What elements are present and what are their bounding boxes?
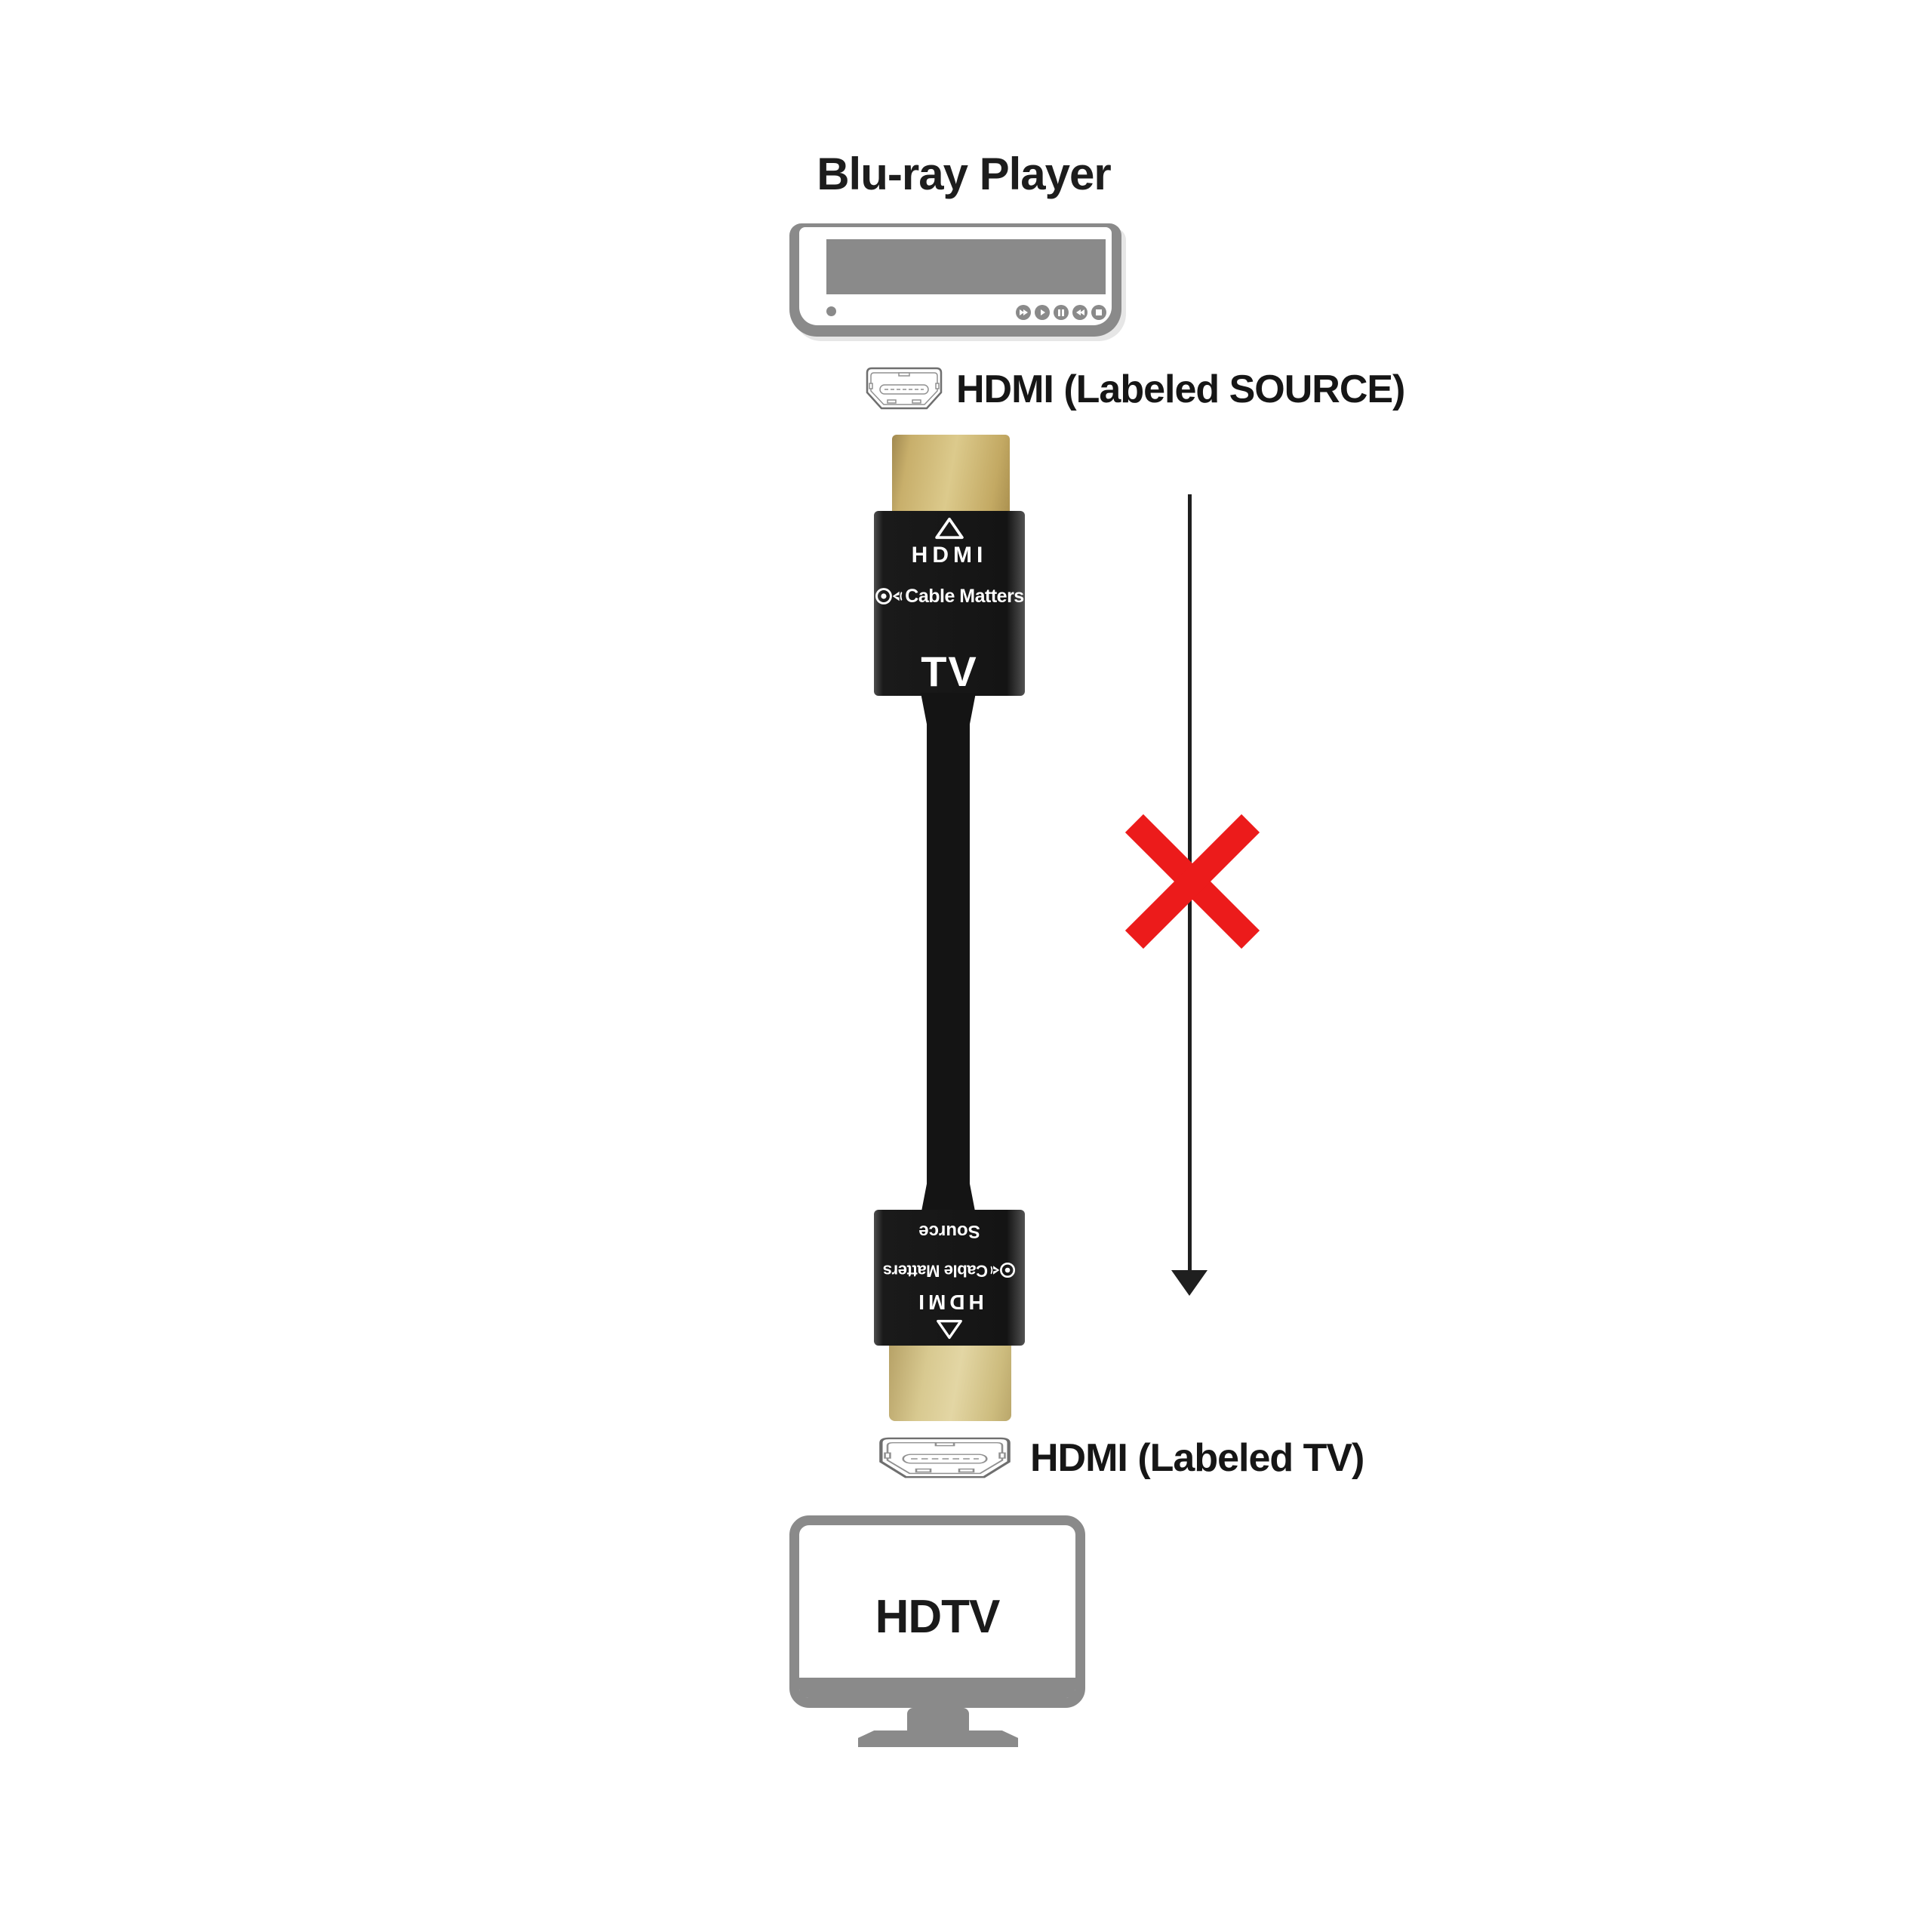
fast-forward-button-icon [1016,305,1031,320]
hdmi-port-tv-icon [879,1437,1011,1478]
connector-hdmi-text: HDMI [915,1291,984,1314]
power-led-icon [826,306,836,316]
bluray-front-panel [799,227,1112,325]
stop-button-icon [1091,305,1106,320]
brand-logo: Cable Matters [883,1260,1016,1281]
hdmi-port-source-icon [866,367,943,410]
direction-arrow-head-icon [1171,1270,1208,1296]
page-title: Blu-ray Player [817,149,1112,199]
bluray-display-screen [826,239,1106,294]
rewind-button-icon [1072,305,1088,320]
media-buttons [1016,305,1106,320]
hdmi-cable [921,693,976,1215]
brand-logo: Cable Matters [875,585,1024,608]
cable-matters-logo-icon [875,588,903,605]
wrong-connection-x-icon [1124,814,1260,949]
tv-port-label: HDMI (Labeled TV) [1030,1436,1364,1480]
connector-hdmi-text: HDMI [911,543,988,568]
hdmi-plug-gold-top [892,435,1010,512]
cable-matters-logo-icon [990,1262,1016,1278]
cable-connector-source-end: HDMI Cable Matters Source [874,1210,1025,1346]
hdtv-icon: HDTV [789,1515,1085,1708]
hdtv-stand-base [858,1730,1018,1747]
hdtv-label: HDTV [875,1591,1001,1643]
brand-name-text: Cable Matters [883,1261,989,1280]
connector-end-label-source: Source [918,1221,980,1241]
brand-name-text: Cable Matters [905,585,1024,607]
orientation-triangle-icon [937,1319,962,1340]
pause-button-icon [1054,305,1069,320]
hdtv-bezel [799,1678,1075,1698]
orientation-triangle-icon [935,517,964,540]
connector-end-label-tv: TV [921,648,978,695]
bluray-player-icon [789,223,1121,337]
cable-connector-tv-end: HDMI Cable Matters TV [874,511,1025,696]
hdmi-plug-gold-bottom [889,1346,1011,1421]
hdtv-stand-neck [907,1708,969,1732]
play-button-icon [1035,305,1050,320]
source-port-label: HDMI (Labeled SOURCE) [956,368,1405,411]
